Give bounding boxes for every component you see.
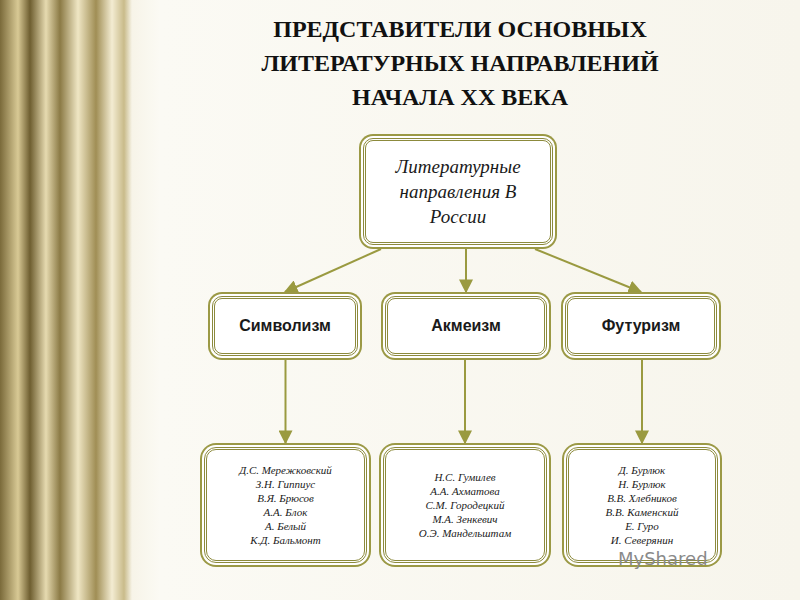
node-text: Акмеизм xyxy=(431,317,501,335)
node-text: О.Э. Мандельштам xyxy=(419,526,511,540)
slide-title: ПРЕДСТАВИТЕЛИ ОСНОВНЫХ ЛИТЕРАТУРНЫХ НАПР… xyxy=(250,12,670,114)
category-box: Символизм xyxy=(212,296,358,356)
node-text: А.А. Ахматова xyxy=(430,484,499,498)
arrow-connector xyxy=(285,249,381,292)
node-text: К.Д. Бальмонт xyxy=(250,533,320,547)
node-text: Литературные направления В России xyxy=(374,154,542,229)
node-text: Футуризм xyxy=(602,317,681,335)
watermark: MyShared xyxy=(618,548,708,569)
authors-box: Д. БурлюкН. БурлюкВ.В. ХлебниковВ.В. Кам… xyxy=(566,447,718,563)
node-text: Н.С. Гумилев xyxy=(434,470,495,484)
arrow-connector xyxy=(285,360,287,443)
node-text: В.В. Хлебников xyxy=(607,491,677,505)
node-text: Символизм xyxy=(239,317,331,335)
arrow-connector xyxy=(465,249,467,292)
node-text: Е. Гуро xyxy=(625,519,659,533)
node-text: С.М. Городецкий xyxy=(425,498,504,512)
root-box: Литературные направления В России xyxy=(363,138,553,245)
node-text: Д. Бурлюк xyxy=(619,463,665,477)
category-box: Футуризм xyxy=(565,296,717,356)
category-box: Акмеизм xyxy=(385,296,547,356)
node-text: А. Белый xyxy=(265,519,306,533)
arrow-connector xyxy=(535,249,641,292)
node-text: Д.С. Мережковский xyxy=(239,463,332,477)
authors-box: Д.С. МережковскийЗ.Н. ГиппиусВ.Я. Брюсов… xyxy=(204,447,367,563)
arrow-connector xyxy=(641,360,643,443)
node-text: З.Н. Гиппиус xyxy=(256,477,315,491)
arrow-connector xyxy=(464,360,466,443)
authors-box: Н.С. ГумилевА.А. АхматоваС.М. Городецкий… xyxy=(383,447,547,563)
node-text: М.А. Зенкевич xyxy=(432,512,497,526)
node-text: И. Северянин xyxy=(611,533,673,547)
node-text: В.Я. Брюсов xyxy=(257,491,314,505)
node-text: В.В. Каменский xyxy=(606,505,679,519)
node-text: А.А. Блок xyxy=(264,505,308,519)
node-text: Н. Бурлюк xyxy=(618,477,665,491)
